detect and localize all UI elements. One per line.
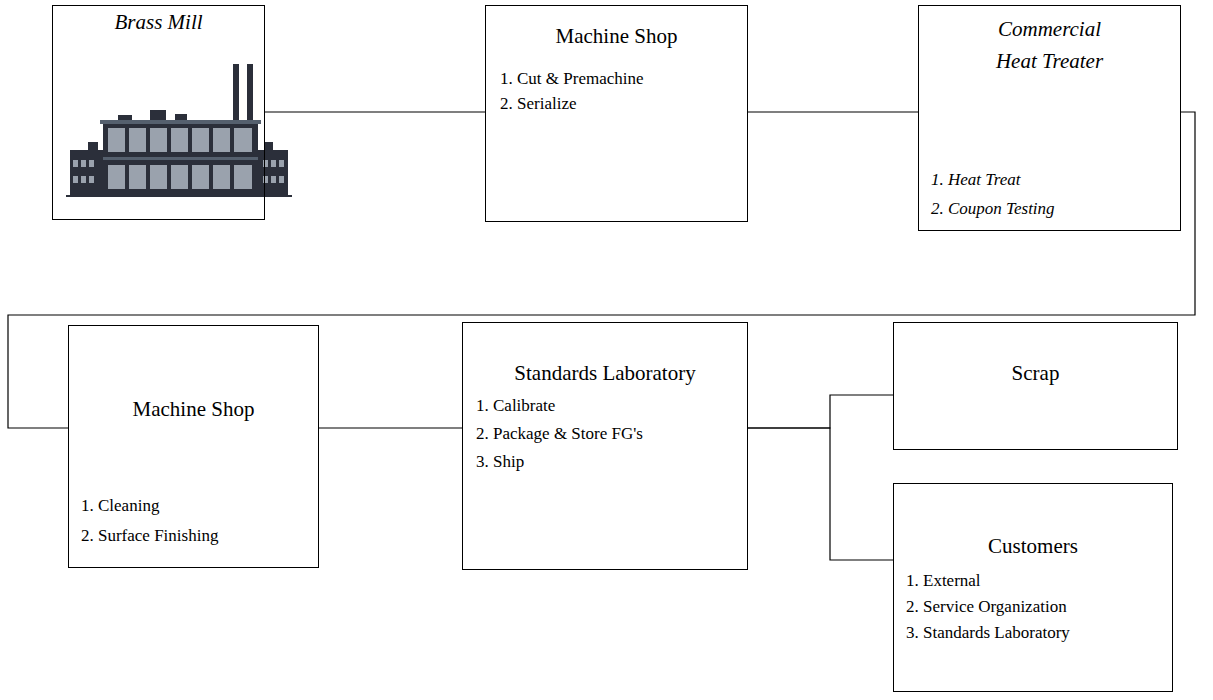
box-heading: Machine Shop <box>69 397 318 421</box>
box-heading: Machine Shop <box>486 24 747 48</box>
flow-line <box>748 428 893 560</box>
roof-vent <box>88 142 98 151</box>
chimney <box>247 64 253 126</box>
step-item: 1. Cut & Premachine <box>486 66 747 91</box>
flow-line <box>319 427 462 428</box>
process-box: Brass Mill <box>52 5 265 220</box>
roof-edge <box>100 120 261 124</box>
process-box: Customers 1. External2. Service Organizat… <box>893 483 1173 692</box>
box-heading: Customers <box>894 534 1172 558</box>
step-item: 1. Calibrate <box>463 392 747 420</box>
step-item: 3. Standards Laboratory <box>894 620 1172 646</box>
step-item: 1. Cleaning <box>69 491 318 521</box>
box-heading: Scrap <box>894 361 1177 385</box>
roof-vent <box>265 142 273 151</box>
process-box: Standards Laboratory 1. Calibrate2. Packa… <box>462 322 748 570</box>
box-heading: Commercial Heat Treater <box>981 13 1118 77</box>
windows <box>73 128 284 189</box>
step-item: 2. Coupon Testing <box>919 194 1180 223</box>
chimney <box>233 64 239 126</box>
flow-line <box>8 112 1195 428</box>
box-heading: Standards Laboratory <box>463 361 747 385</box>
floor-band <box>100 157 261 160</box>
flow-line <box>748 395 893 428</box>
box-heading: Brass Mill <box>53 9 264 35</box>
flow-line <box>265 111 485 112</box>
process-box: Commercial Heat Treater 1. Heat Treat2. C… <box>918 5 1181 231</box>
left-wing <box>70 150 103 195</box>
step-item: 2. Service Organization <box>894 594 1172 620</box>
right-wing <box>258 150 288 195</box>
step-item: 3. Ship <box>463 448 747 476</box>
flow-line <box>748 111 918 112</box>
step-item: 1. Heat Treat <box>919 165 1180 194</box>
process-box: Machine Shop 1. Cut & Premachine2. Serial… <box>485 5 748 222</box>
step-item: 2. Serialize <box>486 91 747 116</box>
step-item: 1. External <box>894 568 1172 594</box>
step-item: 2. Package & Store FG's <box>463 420 747 448</box>
process-box: Machine Shop 1. Cleaning2. Surface Finish… <box>68 325 319 568</box>
factory-building <box>66 64 292 196</box>
step-item: 2. Surface Finishing <box>69 521 318 551</box>
ground-line <box>66 195 292 197</box>
process-box: Scrap <box>893 322 1178 450</box>
